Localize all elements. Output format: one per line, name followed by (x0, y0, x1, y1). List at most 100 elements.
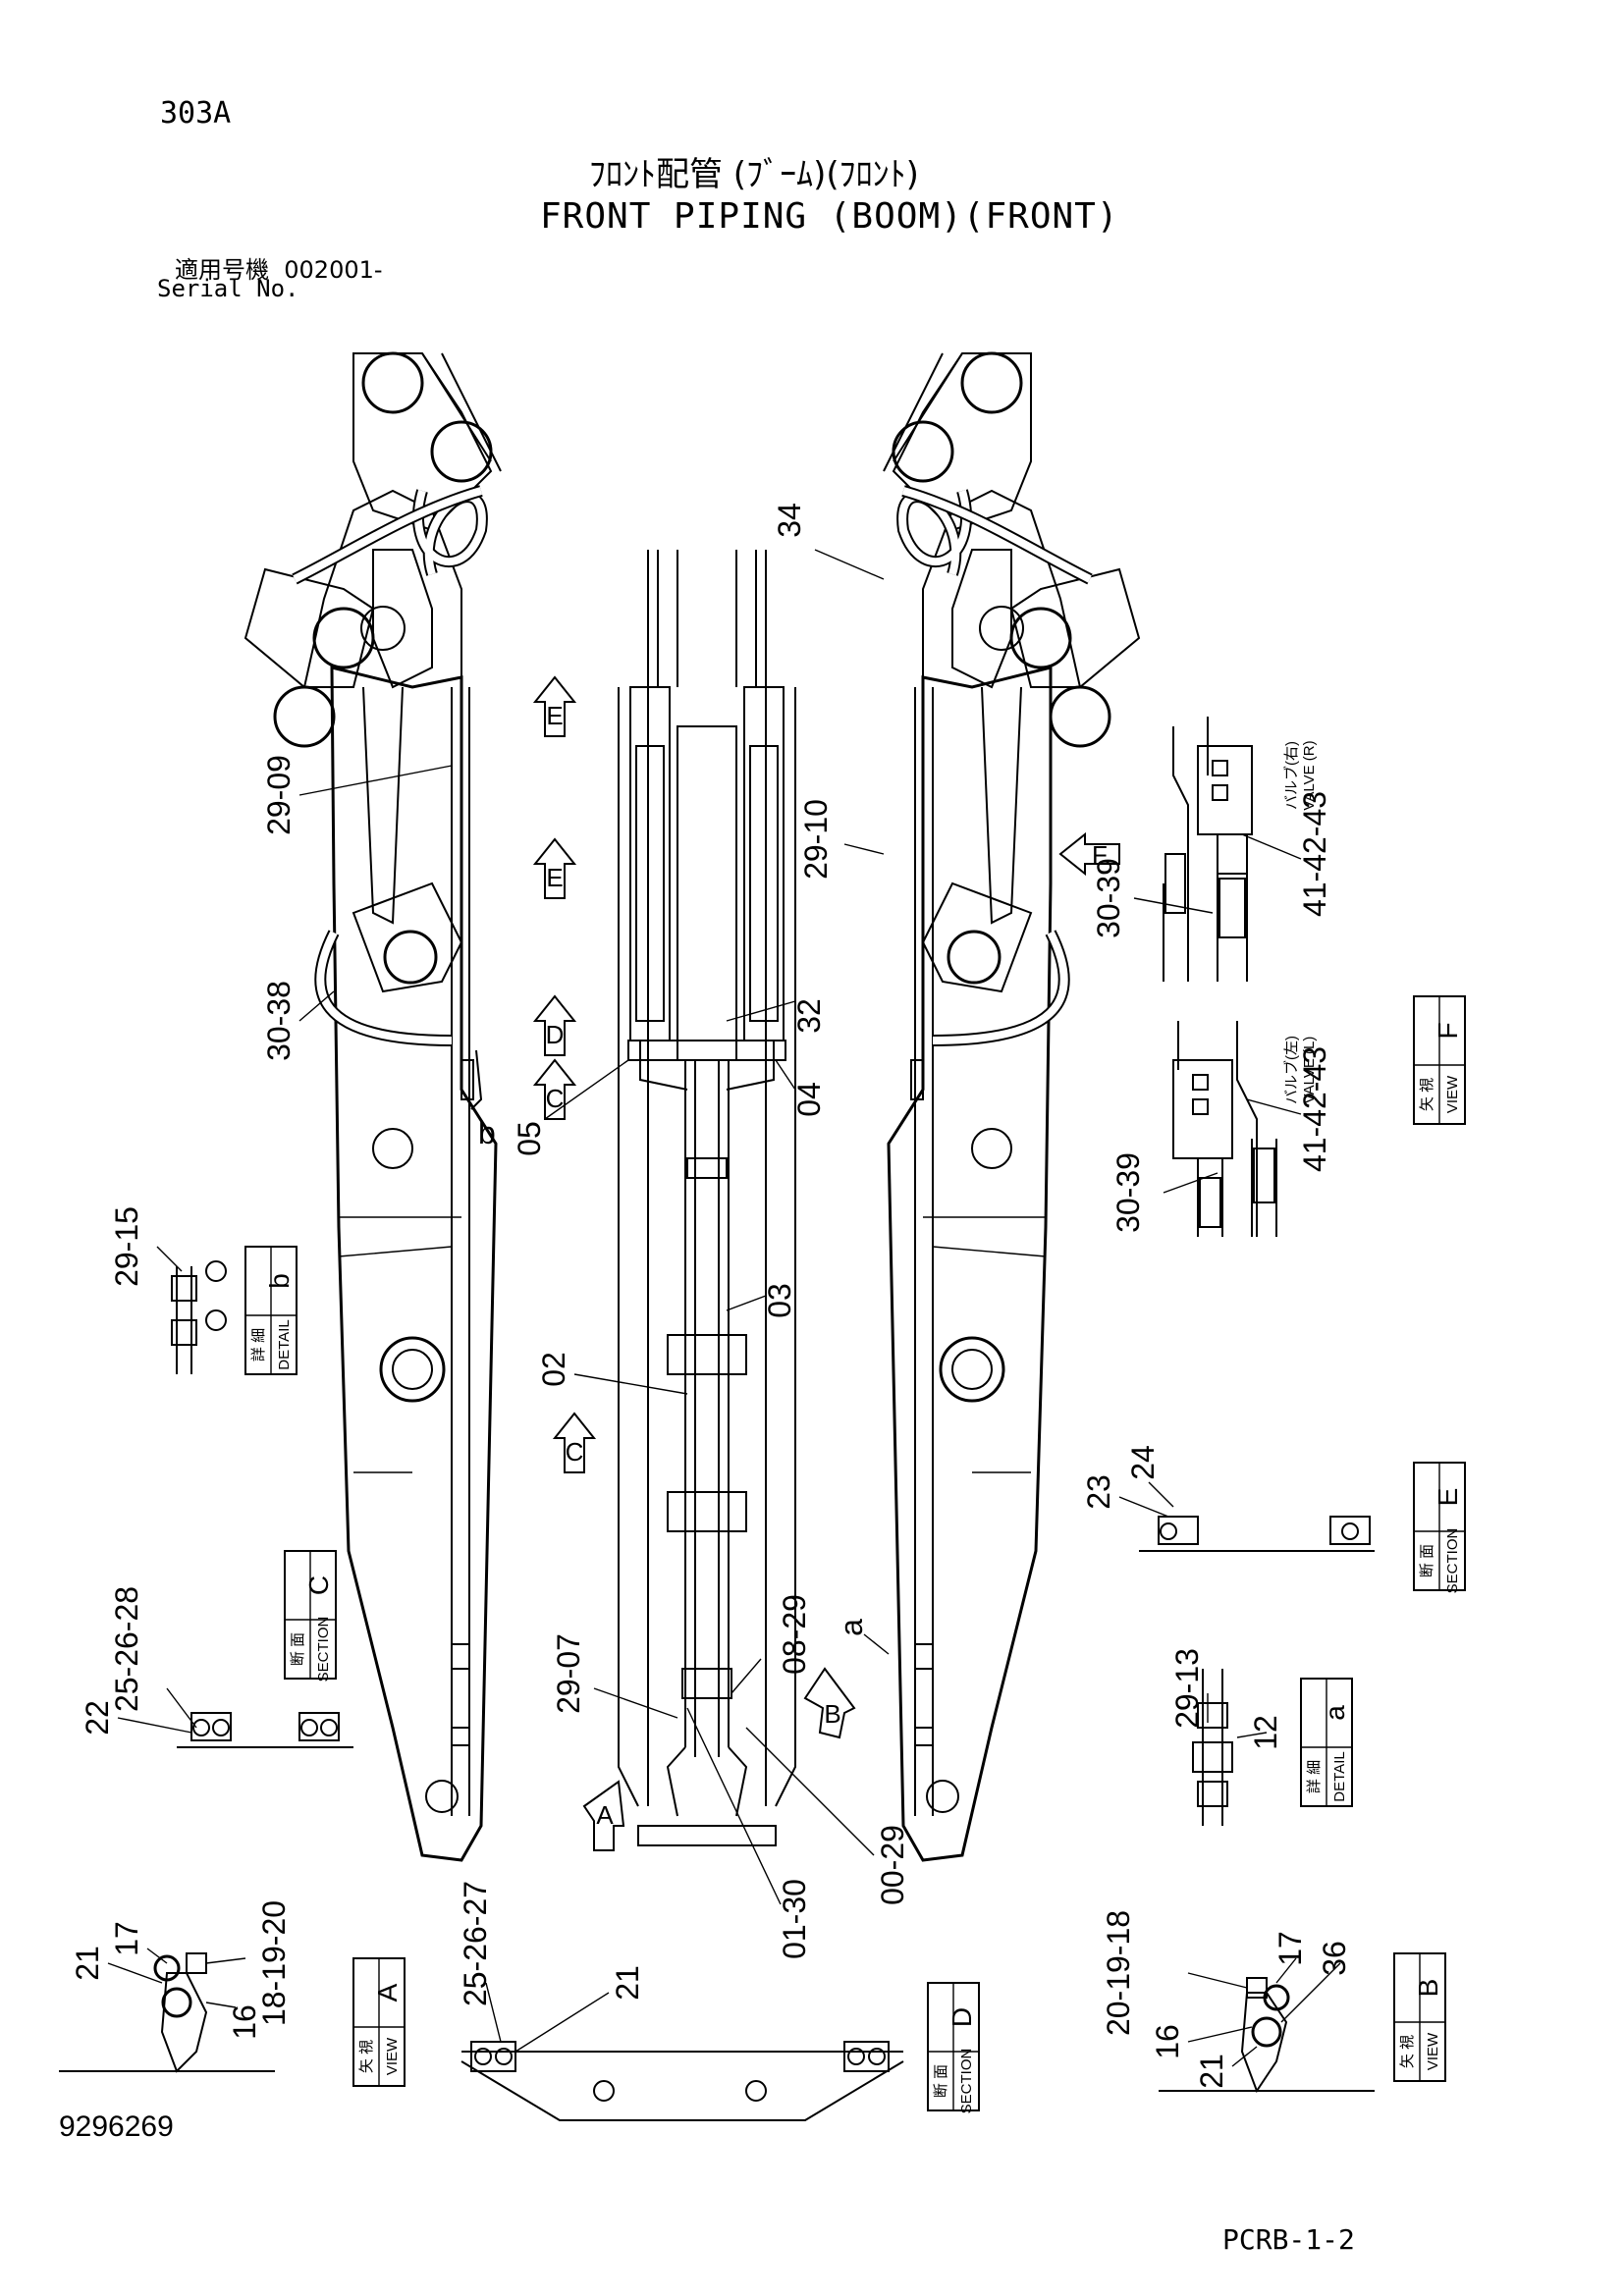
label-box-view-f: 矢 視 VIEW F (1413, 995, 1466, 1125)
callout-03: 03 (762, 1283, 797, 1318)
section-e-letter: E (1433, 1488, 1463, 1507)
callout-18-19-20-a: 18-19-20 (256, 1900, 292, 2026)
section-d-jp: 断 面 (933, 2064, 949, 2098)
direction-arrow-f: F (1058, 831, 1120, 877)
arrow-letter-d: D (546, 1020, 565, 1049)
callout-01-30: 01-30 (777, 1879, 812, 1959)
view-b-drawing: 20-19-18 17 36 16 21 (1101, 1910, 1375, 2094)
callout-22: 22 (80, 1700, 115, 1735)
label-box-view-a: 矢 視 VIEW A (352, 1957, 406, 2087)
view-b-jp: 矢 視 (1399, 2035, 1416, 2068)
callout-25-26-27: 25-26-27 (458, 1881, 493, 2006)
direction-arrow-c-2: C (552, 1412, 597, 1473)
sheet-code: PCRB-1-2 (1222, 2223, 1355, 2256)
callout-16-a: 16 (227, 2004, 262, 2040)
callout-29-09: 29-09 (261, 755, 297, 835)
callout-30-39-bot: 30-39 (1110, 1152, 1146, 1233)
view-a-letter: A (372, 1983, 403, 2002)
arrow-letter-c-2: C (566, 1437, 584, 1467)
direction-arrow-c-1: C (532, 1058, 577, 1120)
callout-36: 36 (1317, 1941, 1352, 1976)
detail-b-en: DETAIL (276, 1319, 293, 1369)
valve-l-jp: バルブ(左) (1282, 1036, 1300, 1104)
right-boom (883, 351, 1141, 1862)
callout-30-39-top: 30-39 (1091, 858, 1126, 938)
callout-41-42-43-bot: 41-42-43 (1297, 1046, 1332, 1172)
direction-arrow-d: D (532, 994, 577, 1056)
callout-12: 12 (1248, 1715, 1283, 1750)
detail-a-letter: a (1320, 1705, 1350, 1721)
page-id: 303A (160, 96, 232, 131)
section-c-letter: C (303, 1575, 334, 1595)
view-b-letter: B (1413, 1979, 1443, 1998)
detail-b-drawing: 29-15 (109, 1206, 227, 1374)
view-f-en: VIEW (1444, 1075, 1461, 1113)
callout-34: 34 (772, 503, 807, 538)
serial-label-japanese: 適用号機 002001- (175, 250, 383, 285)
center-boom-top-view (618, 550, 796, 1846)
drawing-number: 9296269 (59, 2110, 174, 2143)
section-e-en: SECTION (1444, 1528, 1461, 1594)
label-box-section-c: 断 面 SECTION C (284, 1550, 337, 1682)
view-b-en: VIEW (1425, 2032, 1441, 2070)
callout-a: a (834, 1619, 869, 1636)
arrow-letter-e-2: E (546, 863, 563, 892)
callout-41-42-43-top: 41-42-43 (1297, 791, 1332, 917)
callout-00-29: 00-29 (875, 1825, 910, 1905)
direction-arrow-e-1: E (532, 675, 577, 737)
view-a-en: VIEW (384, 2037, 401, 2075)
title-japanese: ﾌﾛﾝﾄ配管 (ﾌﾞｰﾑ)(ﾌﾛﾝﾄ) (589, 155, 919, 194)
valve-r-en: VALVE (R) (1301, 740, 1318, 810)
callout-32: 32 (791, 998, 827, 1034)
callout-17-a: 17 (109, 1921, 144, 1956)
callout-30-38: 30-38 (261, 981, 297, 1061)
callout-23: 23 (1081, 1474, 1116, 1510)
arrow-letter-b: B (824, 1699, 840, 1729)
valve-left-detail: バルブ(左) VALVE (L) (1172, 1021, 1318, 1237)
callout-21-a: 21 (70, 1946, 105, 1981)
callout-25-26-28: 25-26-28 (109, 1586, 144, 1712)
section-d-letter: D (947, 2007, 977, 2027)
callout-b: b (478, 1115, 496, 1150)
valve-right-detail: バルブ(右) VALVE (R) (1163, 717, 1318, 982)
detail-a-en: DETAIL (1331, 1751, 1348, 1801)
serial-value: 002001- (284, 256, 383, 284)
view-f-jp: 矢 視 (1419, 1078, 1435, 1111)
section-c-en: SECTION (315, 1617, 332, 1682)
callout-29-10: 29-10 (798, 799, 834, 880)
valve-r-jp: バルブ(右) (1282, 741, 1300, 810)
view-a-jp: 矢 視 (358, 2040, 375, 2073)
section-c-drawing (177, 1712, 353, 1748)
detail-a-jp: 詳 細 (1306, 1760, 1323, 1793)
left-boom (244, 351, 502, 1862)
label-box-section-e: 断 面 SECTION E (1413, 1462, 1466, 1594)
direction-arrows: E E D C C F B A (532, 675, 1120, 1851)
callout-29-15: 29-15 (109, 1206, 144, 1287)
callout-02: 02 (536, 1352, 571, 1387)
detail-b-jp: 詳 細 (250, 1328, 267, 1362)
view-f-letter: F (1433, 1022, 1463, 1039)
callout-16-b: 16 (1150, 2024, 1185, 2059)
title-english: FRONT PIPING (BOOM)(FRONT) (540, 196, 1119, 237)
valve-l-en: VALVE (L) (1301, 1037, 1318, 1104)
arrow-letter-f: F (1092, 840, 1108, 870)
callout-24: 24 (1125, 1445, 1161, 1480)
section-d-en: SECTION (958, 2049, 975, 2114)
serial-label-jp: 適用号機 (175, 256, 269, 284)
arrow-letter-a: A (596, 1800, 614, 1830)
section-e-jp: 断 面 (1419, 1544, 1435, 1577)
label-box-section-d: 断 面 SECTION D (927, 1982, 980, 2114)
detail-b-letter: b (264, 1273, 295, 1289)
detail-a-drawing (1192, 1669, 1233, 1826)
label-box-view-b: 矢 視 VIEW B (1393, 1952, 1446, 2082)
arrow-letter-e-1: E (546, 701, 563, 730)
label-box-detail-a: 詳 細 DETAIL a (1300, 1678, 1353, 1807)
callout-29-13: 29-13 (1169, 1648, 1205, 1729)
section-e-drawing (1139, 1516, 1375, 1552)
callout-29-07: 29-07 (551, 1633, 586, 1714)
label-box-detail-b: 詳 細 DETAIL b (244, 1246, 298, 1375)
view-a-drawing: 21 17 18-19-20 16 (59, 1900, 292, 2073)
serial-label-english: Serial No. (157, 275, 299, 302)
callout-20-19-18-b: 20-19-18 (1101, 1910, 1136, 2036)
